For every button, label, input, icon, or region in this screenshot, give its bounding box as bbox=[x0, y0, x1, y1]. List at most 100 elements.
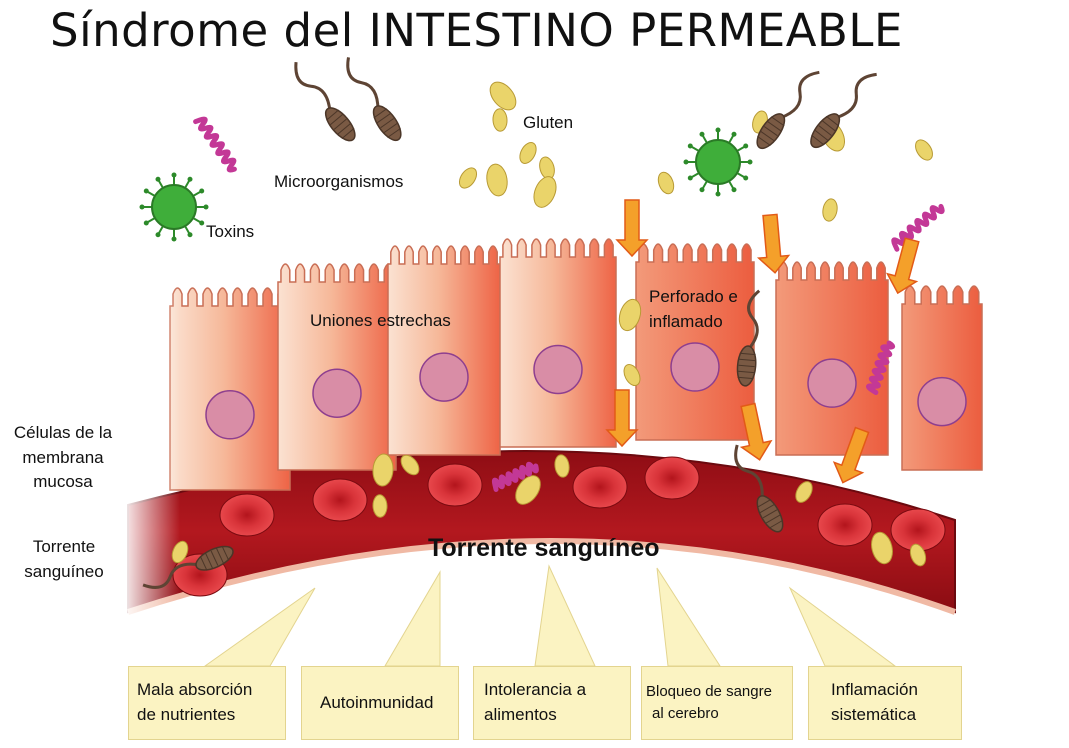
leak-arrow bbox=[615, 199, 649, 258]
virus-spike-tip bbox=[187, 232, 193, 238]
label-perforated: Perforado e inflamado bbox=[649, 285, 738, 334]
bacteria-stripe bbox=[387, 127, 401, 138]
leak-arrow-shape bbox=[605, 389, 639, 448]
virus-spike-tip bbox=[155, 176, 161, 182]
virus-spike bbox=[701, 180, 708, 190]
bacteria-icon bbox=[756, 70, 820, 150]
leak-arrow bbox=[885, 237, 920, 295]
bacteria-icon bbox=[294, 62, 356, 142]
bacteria-flagellum bbox=[746, 289, 761, 351]
leak-arrow bbox=[605, 389, 639, 448]
effect-line: Inflamación bbox=[831, 680, 918, 700]
gluten-particle bbox=[533, 176, 557, 208]
callout-pointers bbox=[203, 564, 897, 667]
label-mucosa-cells: Células de la membrana mucosa bbox=[6, 421, 120, 495]
mucosa-cell bbox=[635, 243, 755, 441]
label-toxins: Toxins bbox=[206, 222, 255, 241]
blood-vessel-wall bbox=[127, 538, 957, 615]
effect-line: Bloqueo de sangre bbox=[646, 683, 772, 701]
virus-spike-tip bbox=[143, 188, 149, 194]
effect-line: Intolerancia a bbox=[484, 680, 587, 700]
red-blood-cell bbox=[312, 478, 368, 522]
leak-arrow bbox=[756, 213, 791, 274]
effect-line: al cerebro bbox=[652, 705, 719, 722]
leak-arrows bbox=[605, 199, 920, 484]
effect-box-autoimmunity: Autoinmunidad bbox=[301, 666, 459, 740]
virus-spike bbox=[192, 190, 202, 197]
red-blood-cell bbox=[572, 465, 628, 509]
virus-spike bbox=[157, 225, 164, 235]
toxin-icons bbox=[193, 116, 945, 492]
callout-pointer bbox=[384, 570, 441, 667]
bacteria-icon bbox=[346, 57, 402, 142]
virus-spike bbox=[728, 180, 735, 190]
gluten-particle bbox=[489, 81, 517, 111]
label-blood-left-line2: sanguíneo bbox=[24, 561, 104, 581]
leak-arrow-shape bbox=[756, 213, 791, 274]
bacteria-stripe bbox=[739, 352, 756, 356]
label-microorganisms: Microorganismos bbox=[274, 172, 404, 191]
virus-spike-tip bbox=[155, 232, 161, 238]
virus-spike-tip bbox=[171, 172, 177, 178]
bacteria-flagellum bbox=[834, 72, 877, 120]
gluten-particle bbox=[400, 454, 420, 476]
cell-nucleus bbox=[670, 342, 720, 392]
leak-arrow bbox=[832, 426, 870, 484]
virus-icon bbox=[695, 139, 741, 185]
bacteria-stripe bbox=[811, 134, 825, 146]
gluten-particle bbox=[486, 163, 508, 197]
virus-spike-tip bbox=[743, 143, 749, 149]
virus-icons bbox=[139, 127, 753, 242]
virus-spike bbox=[728, 134, 735, 144]
leak-arrow-shape bbox=[885, 237, 920, 295]
mucosa-cell bbox=[499, 238, 617, 448]
cell-nucleus bbox=[205, 390, 255, 440]
bacteria-stripe bbox=[737, 376, 754, 380]
bacteria-stripe bbox=[376, 113, 391, 124]
bacteria-stripe bbox=[757, 135, 771, 146]
mucosa-cells bbox=[169, 238, 983, 491]
virus-spike-tip bbox=[139, 204, 145, 210]
bacteria-stripe bbox=[760, 131, 775, 142]
bacteria-stripe bbox=[738, 370, 755, 374]
mucosa-cell bbox=[387, 245, 501, 456]
cell-nucleus bbox=[419, 352, 469, 402]
bacteria-icon bbox=[734, 444, 784, 533]
bacteria-flagellum bbox=[734, 444, 764, 501]
bacteria-icon bbox=[736, 289, 761, 387]
bacteria-stripe bbox=[739, 358, 756, 362]
virus-spike-tip bbox=[687, 143, 693, 149]
gluten-particle bbox=[458, 167, 478, 189]
effect-line: Mala absorción bbox=[137, 680, 253, 700]
virus-spike-tip bbox=[203, 204, 209, 210]
bacteria-stripe bbox=[329, 114, 343, 126]
callout-pointer bbox=[788, 586, 897, 667]
gluten-particle bbox=[519, 142, 537, 164]
gluten-particle bbox=[871, 531, 893, 565]
callout-pointer bbox=[534, 564, 596, 667]
bacteria-flagellum bbox=[779, 70, 820, 120]
effect-box-malabsorption: Mala absorción de nutrientes bbox=[128, 666, 286, 740]
gluten-particle bbox=[822, 198, 838, 222]
red-blood-cell bbox=[427, 463, 483, 507]
bacteria-stripe bbox=[221, 545, 230, 561]
bacteria-icons bbox=[142, 57, 877, 589]
cell-nucleus bbox=[917, 376, 967, 427]
virus-spike-tip bbox=[199, 188, 205, 194]
virus-spike bbox=[701, 134, 708, 144]
virus-spike-tip bbox=[731, 187, 737, 193]
gluten-particle bbox=[372, 453, 394, 487]
virus-spike bbox=[736, 145, 746, 152]
virus-spike bbox=[146, 190, 156, 197]
gluten-particle bbox=[372, 494, 388, 518]
red-blood-cell bbox=[219, 493, 275, 537]
gluten-particle bbox=[623, 363, 641, 387]
gluten-particle bbox=[618, 298, 642, 332]
gluten-particle bbox=[909, 543, 927, 567]
effect-line: de nutrientes bbox=[137, 705, 236, 724]
label-bloodstream: Torrente sanguíneo bbox=[428, 534, 660, 562]
gluten-particle bbox=[915, 139, 933, 161]
toxin-coil bbox=[491, 461, 539, 492]
cell-nucleus bbox=[533, 344, 583, 395]
